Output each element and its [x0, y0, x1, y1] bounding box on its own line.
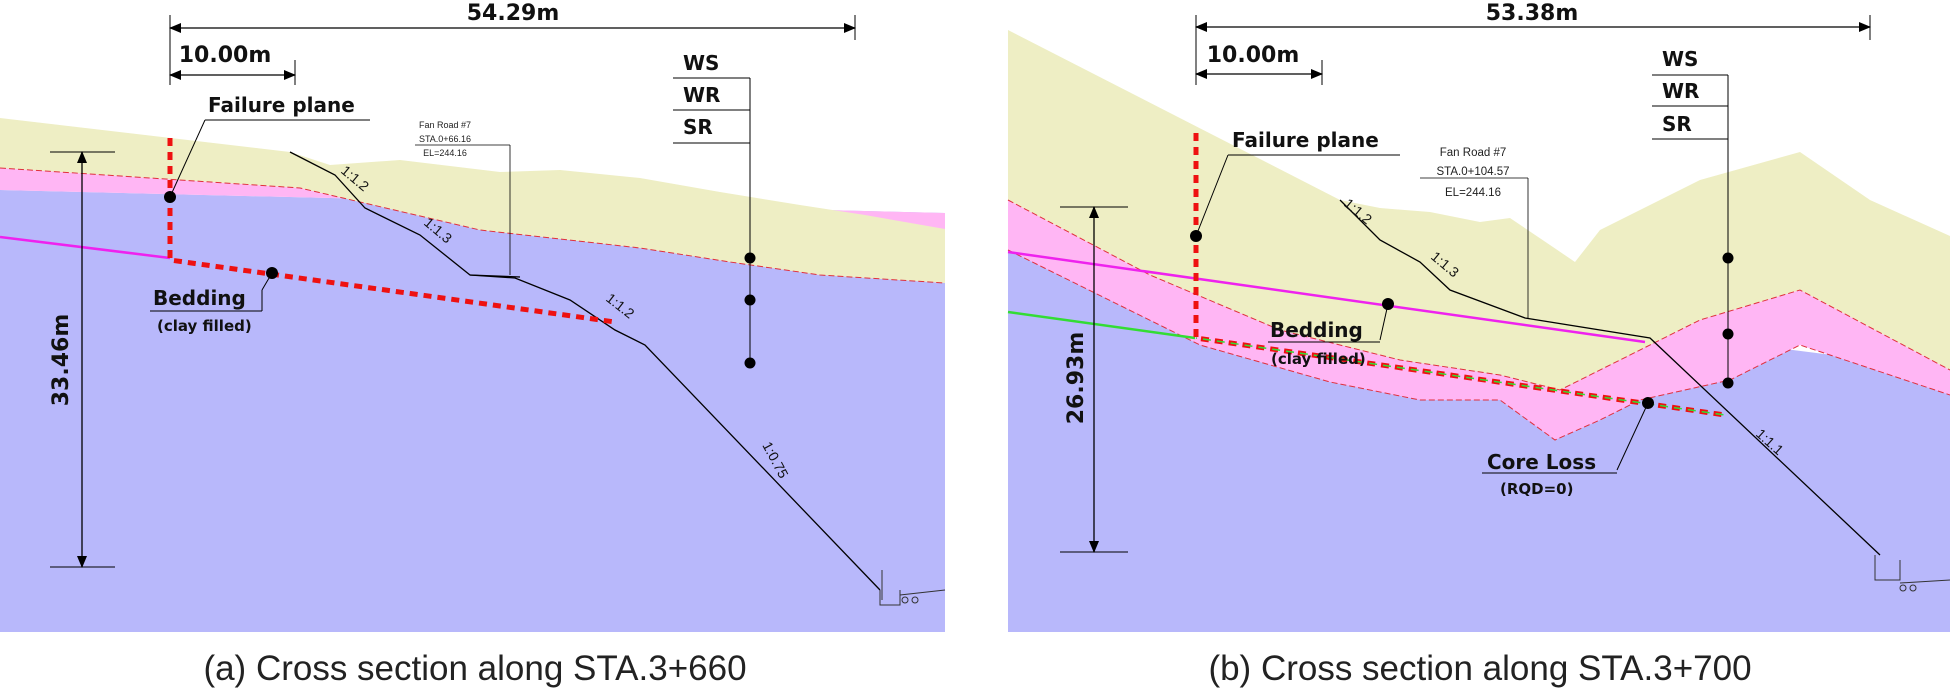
- core-loss-note-b: (RQD=0): [1500, 480, 1573, 498]
- drainage-structure-b: [1874, 555, 1950, 592]
- panel-a: 54.29m 10.00m 33.46m Failure plane Beddi…: [0, 1, 946, 688]
- svg-text:EL=244.16: EL=244.16: [1445, 187, 1501, 199]
- svg-text:STA.0+104.57: STA.0+104.57: [1437, 166, 1510, 178]
- bedding-note-a: (clay filled): [157, 317, 252, 335]
- svg-text:SR: SR: [1662, 112, 1692, 136]
- svg-text:WS: WS: [683, 51, 719, 75]
- caption-b: (b) Cross section along STA.3+700: [1208, 649, 1751, 688]
- svg-text:STA.0+66.16: STA.0+66.16: [419, 134, 471, 144]
- legend-a: WS WR SR: [673, 51, 756, 369]
- bedding-label-a: Bedding: [153, 286, 246, 310]
- failure-plane-b: [1193, 133, 1726, 418]
- failure-plane-a: [167, 138, 616, 325]
- legend-b: WS WR SR: [1652, 47, 1734, 389]
- failure-plane-point-a: [164, 191, 176, 203]
- svg-text:WR: WR: [683, 83, 720, 107]
- total-width-dim-a: 54.29m: [467, 1, 560, 26]
- svg-text:Fan Road #7: Fan Road #7: [419, 120, 471, 130]
- failure-plane-label-a: Failure plane: [208, 93, 355, 117]
- weathered-rock-layer-b: [1008, 200, 1950, 440]
- svg-text:WR: WR: [1662, 79, 1699, 103]
- weathered-soil-layer-b: [1008, 30, 1950, 390]
- caption-a: (a) Cross section along STA.3+660: [203, 649, 746, 688]
- weathered-soil-layer-a: [0, 118, 945, 283]
- svg-text:Fan Road #7: Fan Road #7: [1440, 147, 1507, 159]
- bedding-label-b: Bedding: [1270, 318, 1363, 342]
- bedding-line-b: [1007, 250, 1646, 344]
- road-annotation-a: Fan Road #7 STA.0+66.16 EL=244.16: [415, 120, 511, 275]
- height-dim-b: 26.93m: [1064, 332, 1089, 425]
- green-line-b: [1007, 310, 1196, 340]
- core-loss-label-b: Core Loss: [1487, 450, 1596, 474]
- failure-plane-point-b: [1190, 230, 1202, 242]
- panel-b: 53.38m 10.00m 26.93m Failure plane Beddi…: [1007, 1, 1950, 688]
- svg-text:SR: SR: [683, 115, 713, 139]
- excavated-slope-b: [1339, 199, 1881, 556]
- bedding-note-b: (clay filled): [1271, 350, 1366, 368]
- drainage-structure-a: [879, 570, 946, 606]
- scale-width-dim-b: 10.00m: [1207, 43, 1300, 68]
- road-annotation-b: Fan Road #7 STA.0+104.57 EL=244.16: [1420, 147, 1529, 318]
- scale-width-dim-a: 10.00m: [179, 43, 272, 68]
- height-dim-a: 33.46m: [49, 314, 74, 407]
- svg-text:WS: WS: [1662, 47, 1698, 71]
- soft-rock-layer-a: [0, 190, 945, 632]
- svg-text:EL=244.16: EL=244.16: [423, 148, 467, 158]
- failure-plane-label-b: Failure plane: [1232, 128, 1379, 152]
- total-width-dim-b: 53.38m: [1486, 1, 1579, 26]
